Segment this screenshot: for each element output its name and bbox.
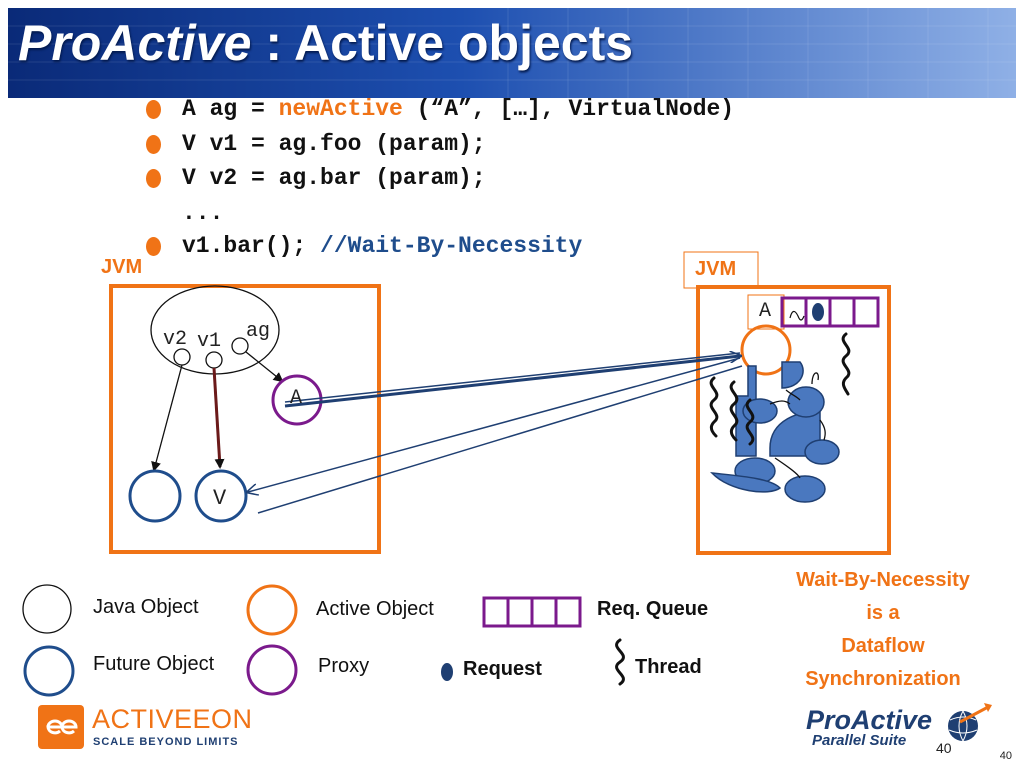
page-number-small: 40	[999, 750, 1012, 762]
v2-arrow	[151, 364, 183, 472]
jvm-left-label: JVM	[101, 256, 143, 278]
v1-arrow	[212, 367, 225, 469]
code-text: V v1 = ag.foo (param);	[182, 131, 486, 157]
banner-grid	[8, 8, 1016, 98]
legend-req-queue: Req. Queue	[597, 598, 709, 620]
bullet-icon	[146, 237, 161, 256]
future-v-circle	[194, 469, 248, 523]
active-a-label: A	[759, 300, 772, 323]
legend-future-object: Future Object	[93, 653, 215, 675]
active-object-graph	[710, 361, 840, 503]
ag-reference	[231, 337, 249, 355]
new-active-keyword: newActive	[278, 96, 403, 122]
activeeon-logo-icon	[38, 705, 84, 749]
legend-thread: Thread	[635, 656, 702, 678]
proxy-a-circle	[271, 374, 323, 426]
code-line-2: V v1 = ag.foo (param);	[146, 131, 486, 209]
legend-request-icon	[441, 663, 453, 681]
ag-label: ag	[246, 320, 271, 343]
wbn-line-3: Dataflow	[841, 635, 925, 657]
code-text: (“A”, […], VirtualNode)	[402, 96, 735, 122]
v2-label: v2	[163, 328, 188, 351]
jvm-right-label-box	[683, 251, 759, 289]
wbn-line-1: Wait-By-Necessity	[796, 569, 970, 591]
code-line-3: V v2 = ag.bar (param);	[146, 165, 486, 243]
code-text: A ag =	[182, 96, 279, 122]
v2-reference	[173, 348, 191, 366]
legend-active-object: Active Object	[316, 598, 434, 620]
legend-active-object-icon	[246, 584, 298, 636]
code-line-5: v1.bar(); //Wait-By-Necessity	[146, 233, 582, 311]
proactive-tagline: Parallel Suite	[812, 732, 907, 749]
v1-reference	[205, 351, 223, 369]
future-v-label: V	[213, 486, 227, 511]
thread-squiggles	[709, 332, 851, 446]
legend-thread-icon	[615, 638, 625, 686]
ag-arrow	[245, 351, 284, 383]
legend-java-object: Java Object	[93, 596, 199, 618]
bullet-icon	[146, 100, 161, 119]
legend-request: Request	[463, 658, 542, 680]
proactive-globe-icon	[948, 703, 992, 742]
title-rest: : Active objects	[251, 15, 634, 71]
queue-label-box	[747, 294, 785, 330]
title-banner	[8, 8, 1016, 98]
bullet-icon	[146, 135, 161, 154]
legend-proxy-icon	[246, 644, 298, 696]
wait-by-necessity-note: Wait-By-Necessity is a Dataflow Synchron…	[760, 564, 1006, 696]
wbn-line-4: Synchronization	[805, 668, 961, 690]
code-text: V v2 = ag.bar (param);	[182, 165, 486, 191]
legend-java-object-icon	[22, 584, 72, 634]
code-comment: //Wait-By-Necessity	[320, 233, 583, 259]
activeeon-tagline: SCALE BEYOND LIMITS	[93, 736, 239, 748]
jvm-left-box	[109, 284, 381, 554]
page-number-large: 40	[936, 740, 952, 756]
future-v2-circle	[128, 469, 182, 523]
title-proactive: ProActive	[18, 15, 252, 71]
v1-label: v1	[197, 330, 222, 353]
active-a-circle	[740, 324, 792, 376]
code-line-1: A ag = newActive (“A”, […], VirtualNode)	[146, 96, 734, 174]
code-text: v1.bar();	[182, 233, 321, 259]
request-dot-icon	[812, 303, 824, 321]
code-text: ...	[182, 200, 224, 226]
wbn-line-2: is a	[866, 602, 900, 624]
legend-future-object-icon	[23, 645, 75, 697]
legend-queue-icon	[482, 596, 582, 628]
jvm-right-box	[696, 285, 891, 555]
code-line-4: ...	[146, 200, 223, 252]
activeeon-logo-text: ACTIVEEON	[92, 704, 253, 734]
cross-jvm-arrows	[248, 353, 742, 514]
jvm-right-label: JVM	[695, 258, 737, 280]
legend-proxy: Proxy	[318, 655, 370, 677]
page-title: ProActive : Active objects	[18, 14, 633, 72]
proactive-logo-text: ProActive	[806, 705, 933, 735]
proxy-a-label: A	[290, 387, 303, 410]
bullet-icon	[146, 169, 161, 188]
request-queue	[747, 294, 880, 330]
